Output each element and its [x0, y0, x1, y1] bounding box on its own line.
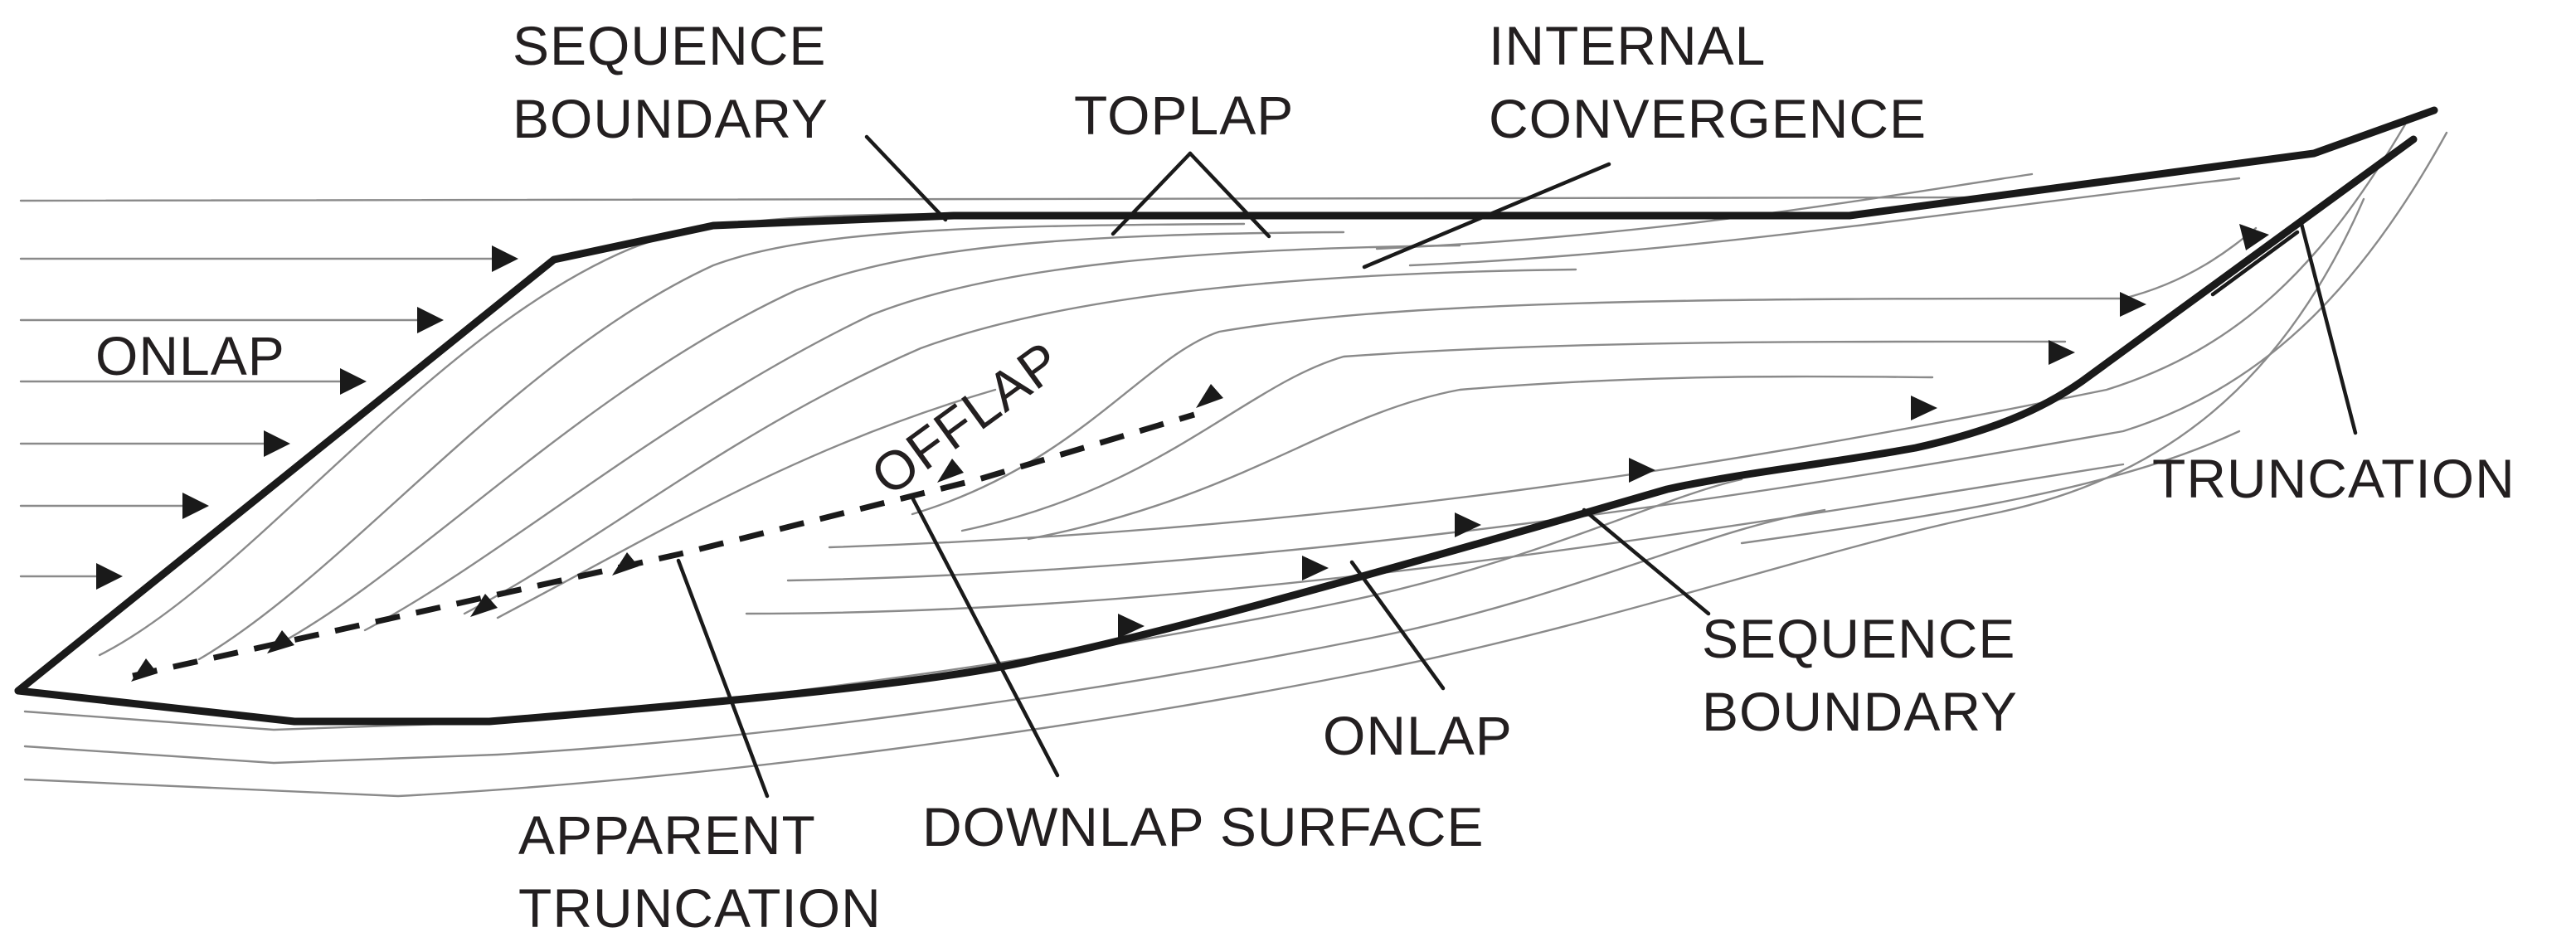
sequence-boundary-bottom-line2: BOUNDARY: [1702, 681, 2018, 742]
label-apparent-truncation: APPARENT TRUNCATION: [518, 804, 882, 939]
label-onlap-bottom: ONLAP: [1323, 705, 1513, 766]
onlap-arrowheads-lower: [1118, 224, 2269, 639]
clinoforms: [98, 212, 2125, 661]
upper-sequence-boundary: [14, 106, 2438, 695]
sequence-boundary-top-line1: SEQUENCE: [513, 15, 826, 76]
downlap-surface-line: [132, 411, 1196, 679]
internal-convergence-lines: [1375, 172, 2241, 267]
label-onlap-left: ONLAP: [95, 325, 285, 386]
lower-sequence-boundary: [14, 135, 2418, 726]
label-downlap-surface: DOWNLAP SURFACE: [922, 796, 1485, 857]
label-sequence-boundary-top: SEQUENCE BOUNDARY: [513, 15, 843, 149]
onlap-arrowheads-left: [96, 245, 518, 590]
onlap-reflectors-left: [19, 196, 1992, 578]
sequence-boundary-bottom-line1: SEQUENCE: [1702, 608, 2015, 669]
apparent-truncation-line2: TRUNCATION: [518, 877, 882, 939]
truncated-strata-right: [745, 123, 2448, 615]
label-internal-convergence: INTERNAL CONVERGENCE: [1489, 15, 1927, 149]
label-toplap: TOPLAP: [1074, 85, 1294, 146]
label-sequence-boundary-bottom: SEQUENCE BOUNDARY: [1702, 608, 2032, 742]
label-offlap: OFFLAP: [860, 329, 1072, 507]
apparent-truncation-line1: APPARENT: [518, 804, 815, 866]
internal-convergence-line1: INTERNAL: [1489, 15, 1764, 76]
internal-convergence-line2: CONVERGENCE: [1489, 88, 1927, 149]
sequence-boundary-top-line2: BOUNDARY: [513, 88, 829, 149]
label-truncation: TRUNCATION: [2152, 448, 2515, 509]
leader-lines: [676, 134, 2358, 799]
